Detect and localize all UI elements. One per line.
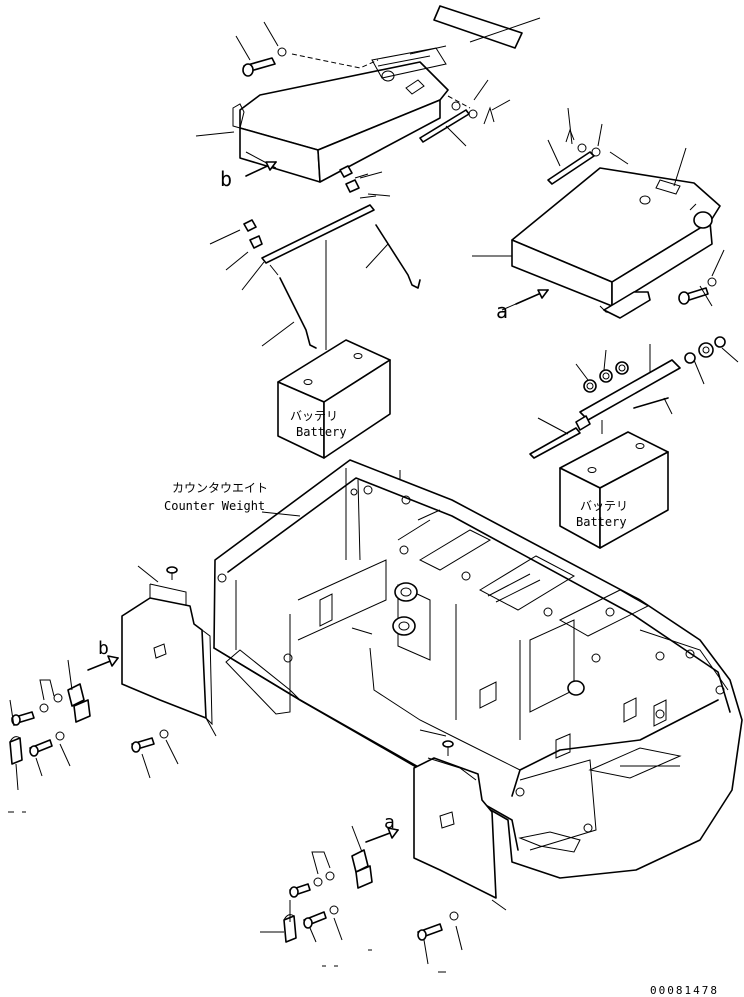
side-cover-b-screw [166,566,178,580]
side-cover-b [121,583,213,726]
hook-rod-upper-left [269,264,317,349]
arrow-b-label: b [98,638,109,659]
clamp-nuts-upper [243,219,263,249]
counter-weight-en: Counter Weight [164,499,265,513]
battery-cover-b [232,47,471,183]
side-cover-a [413,757,497,899]
side-cover-b-bolt [131,729,169,753]
cover-b-bolt [242,47,287,77]
cover-a-pin [547,128,601,185]
clamp-nuts-right [583,361,629,393]
washers-right [684,336,726,364]
battery-right-en: Battery [576,515,627,529]
arrow-b: b [87,638,119,671]
cover-b-pin [419,101,495,143]
battery-upper: バッテリ Battery [277,339,391,459]
battery-cover-a [511,167,721,319]
view-a-pointer: a [496,289,549,323]
cover-a-bolt [678,277,717,305]
view-b-label: b [220,167,232,191]
latch-hardware-b [9,683,91,765]
hook-rod-upper-right [375,224,421,289]
side-cover-a-screw [442,740,454,756]
leader-lines [8,17,739,973]
drawing-number: 00081478 [650,984,719,997]
battery-right: バッテリ Battery [559,431,669,549]
cover-b-hinge-plate [433,5,523,49]
arrow-a: a [365,812,399,843]
battery-right-jp: バッテリ [580,499,628,513]
cover-b-nuts [339,165,369,193]
clamp-bar-upper [261,195,377,264]
counter-weight [213,459,743,879]
counter-weight-jp: カウンタウエイト [172,481,268,495]
battery-upper-en: Battery [296,425,347,439]
view-b-pointer: b [220,161,277,191]
battery-upper-jp: バッテリ [290,409,338,423]
side-cover-a-bolt [417,911,459,941]
view-a-label: a [496,299,508,323]
counter-weight-label: カウンタウエイト Counter Weight [164,481,301,517]
arrow-a-label: a [384,812,395,833]
latch-hardware-a [283,849,373,943]
rod-right [529,397,669,459]
